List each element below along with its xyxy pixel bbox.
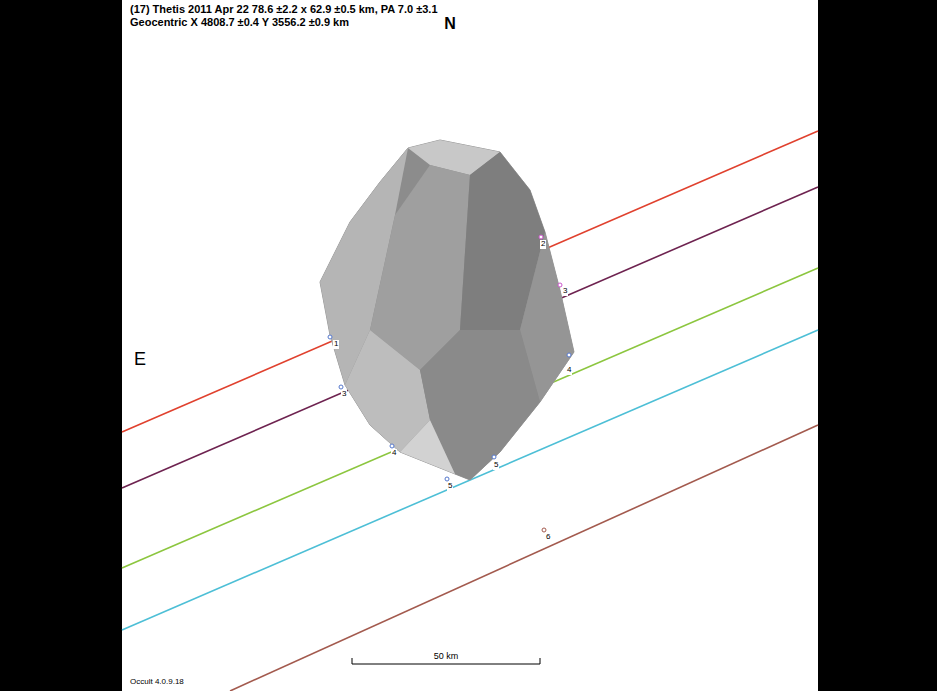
east-label: E bbox=[134, 350, 146, 370]
north-label: N bbox=[444, 15, 456, 33]
chord-number: 4 bbox=[391, 449, 397, 458]
plot-panel bbox=[122, 0, 818, 691]
chord-line bbox=[122, 330, 818, 630]
plot-title: (17) Thetis 2011 Apr 22 78.6 ±2.2 x 62.9… bbox=[130, 3, 438, 15]
chord-number: 3 bbox=[562, 287, 568, 296]
asteroid-shape bbox=[320, 140, 574, 480]
chord-number: 4 bbox=[566, 366, 572, 375]
chord-number: 5 bbox=[447, 482, 453, 491]
chord-markers bbox=[328, 235, 571, 532]
scale-label: 50 km bbox=[434, 652, 459, 662]
software-version: Occult 4.0.9.18 bbox=[130, 678, 184, 687]
chord-number: 1 bbox=[333, 340, 339, 349]
chord-number: 3 bbox=[341, 390, 347, 399]
geocentric-coords: Geocentric X 4808.7 ±0.4 Y 3556.2 ±0.9 k… bbox=[130, 16, 349, 28]
chord-number: 6 bbox=[545, 533, 551, 542]
chord-number: 5 bbox=[493, 461, 499, 470]
chord-lines bbox=[122, 131, 818, 691]
chord-number: 2 bbox=[540, 240, 546, 249]
chord-line bbox=[230, 425, 818, 691]
